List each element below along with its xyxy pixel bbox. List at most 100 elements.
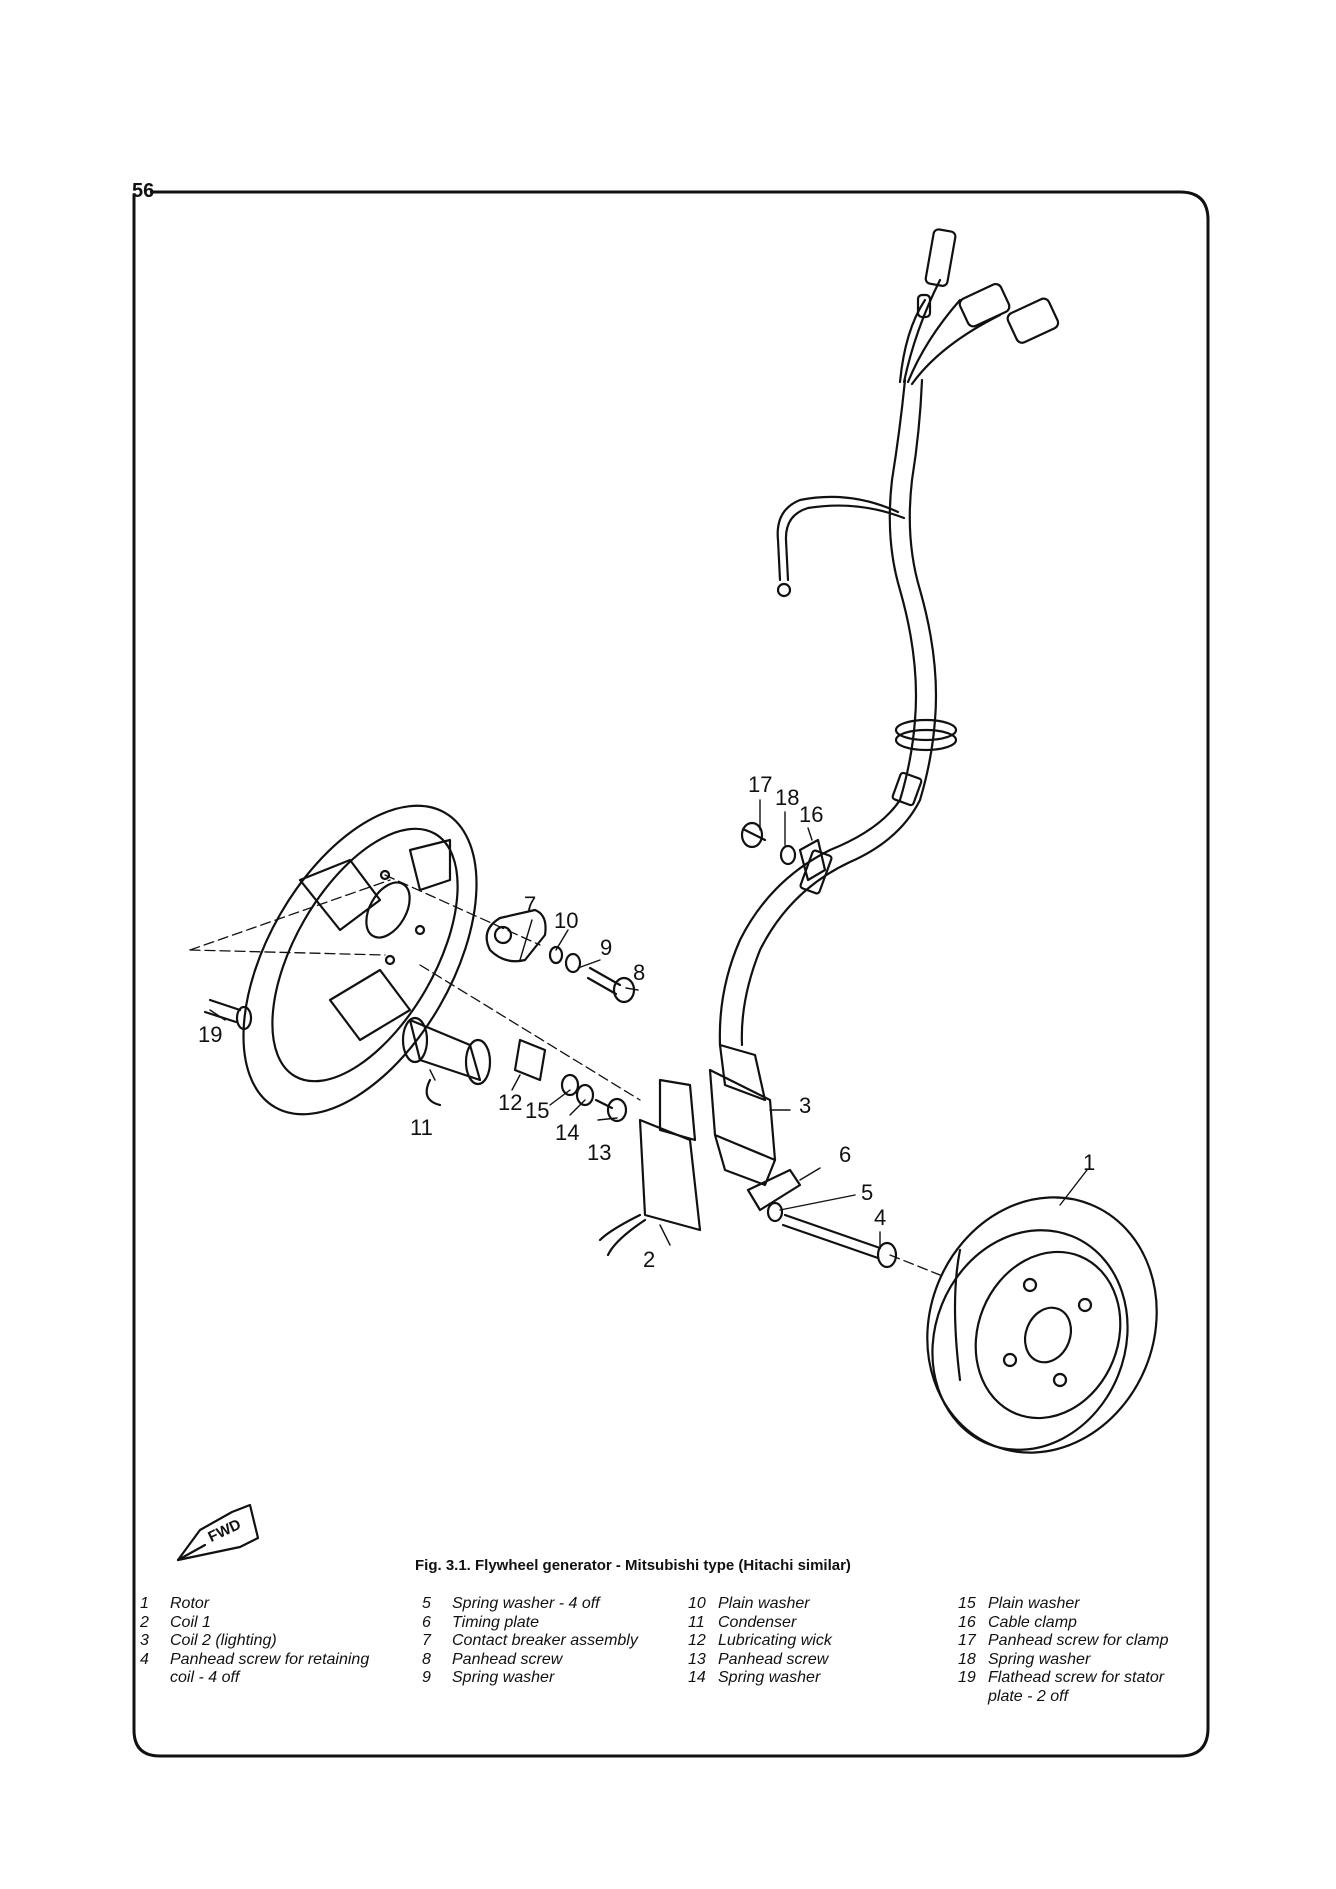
- legend-item-text: Cable clamp: [988, 1613, 1077, 1631]
- legend-item: 11 Condenser: [688, 1614, 832, 1633]
- legend-item-text: Condenser: [718, 1613, 797, 1631]
- legend-item-number: 15: [958, 1595, 976, 1612]
- legend-item-text: Spring washer: [718, 1669, 821, 1686]
- legend-item: 2 Coil 1: [140, 1614, 369, 1633]
- legend-item: 12 Lubricating wick: [688, 1632, 832, 1651]
- legend-item-number: 3: [140, 1632, 149, 1649]
- callout-14: 14: [555, 1120, 579, 1145]
- callout-3: 3: [799, 1093, 811, 1118]
- coil-2: [708, 1043, 777, 1187]
- alignment-lines: [189, 874, 941, 1276]
- legend-item: 6 Timing plate: [422, 1614, 638, 1633]
- legend-item-text: Panhead screw for clamp: [988, 1632, 1169, 1649]
- legend-column-1: 1 Rotor 2 Coil 1 3 Coil 2 (lighting) 4 Panhead …: [140, 1595, 369, 1688]
- legend-item-number: 17: [958, 1632, 976, 1649]
- legend-item: 16 Cable clamp: [958, 1614, 1169, 1633]
- legend-item-text: Contact breaker assembly: [452, 1632, 638, 1649]
- callout-16: 16: [799, 802, 823, 827]
- callout-19: 19: [198, 1022, 222, 1047]
- legend-item: 19 Flathead screw for stator plate - 2 of…: [958, 1669, 1169, 1706]
- legend-item: 17 Panhead screw for clamp: [958, 1632, 1169, 1651]
- legend-item-text: Panhead screw: [452, 1650, 563, 1668]
- legend-item: 15 Plain washer: [958, 1595, 1169, 1614]
- legend-item-number: 2: [140, 1613, 149, 1631]
- screw-and-washers-13-14-15: [560, 1073, 628, 1123]
- callout-6: 6: [839, 1142, 851, 1167]
- legend-item-number: 18: [958, 1650, 976, 1668]
- legend-item: 4 Panhead screw for retaining coil - 4 of…: [140, 1651, 369, 1688]
- legend-column-3: 10 Plain washer 11 Condenser 12 Lubricating w…: [688, 1595, 832, 1688]
- legend-item: 14 Spring washer: [688, 1669, 832, 1688]
- screw-and-washers-8-9-10: [548, 945, 636, 1004]
- legend-item-text: Coil 1: [170, 1613, 211, 1631]
- callout-10: 10: [554, 908, 578, 933]
- legend-item-number: 8: [422, 1650, 431, 1668]
- callout-labels: 1 2 3 4 5 6 7 8 9 10 11 12 13 14 15 16 1…: [198, 772, 1095, 1272]
- legend-item-text: Plain washer: [988, 1595, 1080, 1612]
- leader-lines: [209, 799, 1088, 1249]
- legend-item-text: Panhead screw for retaining coil - 4 off: [170, 1650, 370, 1687]
- callout-15: 15: [525, 1098, 549, 1123]
- callout-8: 8: [633, 960, 645, 985]
- legend-item-number: 19: [958, 1669, 976, 1686]
- legend-item-text: Spring washer: [452, 1669, 555, 1686]
- legend-item-text: Timing plate: [452, 1613, 540, 1631]
- legend-item: 8 Panhead screw: [422, 1651, 638, 1670]
- legend-item: 9 Spring washer: [422, 1669, 638, 1688]
- legend-item: 7 Contact breaker assembly: [422, 1632, 638, 1651]
- legend-item: 13 Panhead screw: [688, 1651, 832, 1670]
- legend-item-number: 12: [688, 1632, 706, 1649]
- legend-item-text: Spring washer: [988, 1650, 1091, 1668]
- condenser: [401, 1016, 547, 1107]
- legend-item-text: Panhead screw: [718, 1650, 829, 1668]
- callout-18: 18: [775, 785, 799, 810]
- callout-13: 13: [587, 1140, 611, 1165]
- legend-item: 10 Plain washer: [688, 1595, 832, 1614]
- legend-item-text: Flathead screw for stator plate - 2 off: [988, 1669, 1165, 1705]
- timing-plate-and-screw-4: [746, 1168, 898, 1269]
- legend-item-number: 1: [140, 1595, 149, 1612]
- legend-item-number: 11: [688, 1613, 705, 1631]
- legend-item-number: 10: [688, 1595, 706, 1612]
- callout-7: 7: [524, 892, 536, 917]
- legend-item-number: 14: [688, 1669, 706, 1686]
- callout-5: 5: [861, 1180, 873, 1205]
- legend-item-number: 4: [140, 1650, 149, 1668]
- figure-caption: Fig. 3.1. Flywheel generator - Mitsubish…: [415, 1557, 851, 1574]
- legend-item: 18 Spring washer: [958, 1651, 1169, 1670]
- fwd-label: FWD: [206, 1516, 244, 1546]
- callout-17: 17: [748, 772, 772, 797]
- legend-item-number: 7: [422, 1632, 431, 1649]
- page-number: 56: [132, 180, 155, 202]
- callout-12: 12: [498, 1090, 522, 1115]
- legend-item-text: Coil 2 (lighting): [170, 1632, 277, 1649]
- legend-item-text: Lubricating wick: [718, 1632, 832, 1649]
- legend-column-2: 5 Spring washer - 4 off 6 Timing plate 7 Cont…: [422, 1595, 638, 1688]
- contact-breaker: [485, 908, 547, 963]
- legend-item-text: Spring washer - 4 off: [452, 1595, 600, 1612]
- legend-item-number: 5: [422, 1595, 431, 1612]
- callout-1: 1: [1083, 1150, 1095, 1175]
- legend-item-number: 16: [958, 1613, 976, 1631]
- clamp-and-screws-16-17-18: [740, 821, 827, 882]
- legend-item: 5 Spring washer - 4 off: [422, 1595, 638, 1614]
- fwd-arrow-icon: [176, 1503, 260, 1562]
- callout-9: 9: [600, 935, 612, 960]
- coil-1: [598, 1078, 702, 1257]
- legend-item-number: 6: [422, 1613, 431, 1631]
- callout-2: 2: [643, 1247, 655, 1272]
- legend-item: 1 Rotor: [140, 1595, 369, 1614]
- callout-11: 11: [410, 1115, 433, 1140]
- callout-4: 4: [874, 1205, 886, 1230]
- legend-item-number: 13: [688, 1650, 706, 1668]
- legend-column-4: 15 Plain washer 16 Cable clamp 17 Panhead scr…: [958, 1595, 1169, 1706]
- stator-plate: [242, 804, 478, 1116]
- legend-item-number: 9: [422, 1669, 431, 1686]
- legend-item: 3 Coil 2 (lighting): [140, 1632, 369, 1651]
- legend-item-text: Plain washer: [718, 1595, 810, 1612]
- wiring-harness: [718, 228, 1060, 1047]
- rotor: [926, 1196, 1158, 1454]
- legend-item-text: Rotor: [170, 1595, 210, 1612]
